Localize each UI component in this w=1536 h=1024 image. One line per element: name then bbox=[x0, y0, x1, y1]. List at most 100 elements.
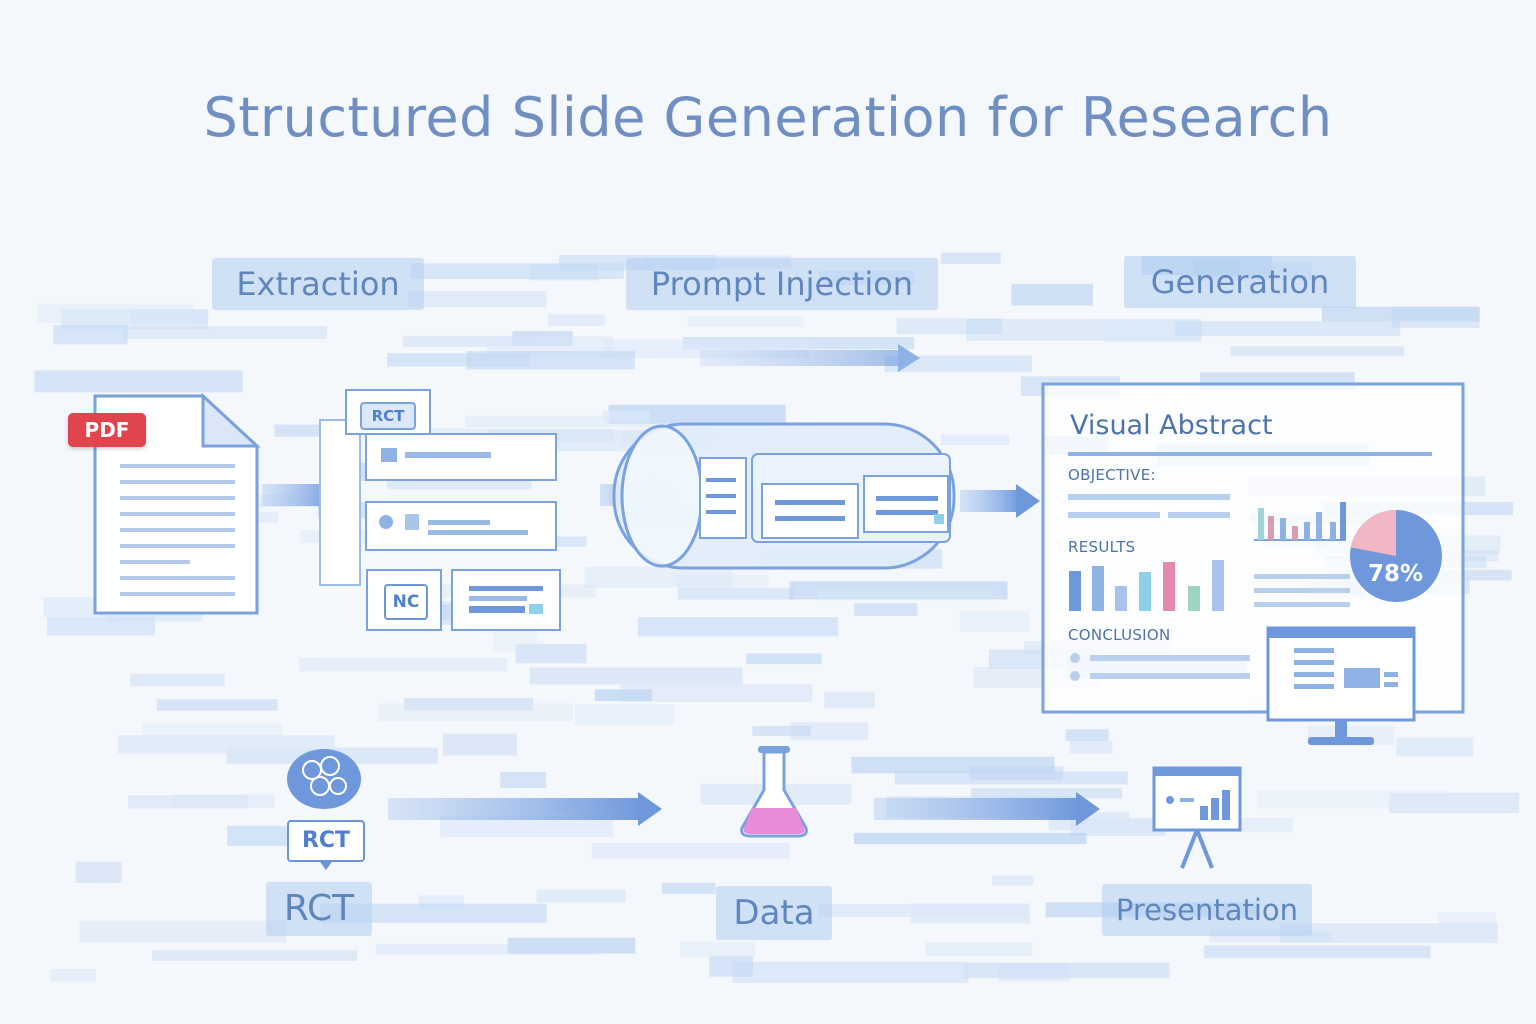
pie-percent-label: 78% bbox=[1368, 561, 1424, 587]
background-stroke bbox=[1204, 945, 1431, 959]
background-stroke bbox=[662, 882, 716, 894]
background-stroke bbox=[746, 653, 822, 665]
background-stroke bbox=[1175, 321, 1401, 337]
background-stroke bbox=[37, 303, 193, 323]
background-stroke bbox=[1437, 912, 1496, 932]
background-stroke bbox=[387, 353, 530, 367]
conclusion-label: CONCLUSION bbox=[1068, 626, 1171, 644]
background-stroke bbox=[402, 335, 538, 347]
background-stroke bbox=[620, 684, 813, 702]
background-stroke bbox=[959, 610, 1030, 632]
background-stroke bbox=[407, 290, 547, 308]
background-stroke bbox=[118, 735, 335, 754]
background-stroke bbox=[896, 318, 1003, 335]
background-stroke bbox=[507, 937, 636, 954]
background-stroke bbox=[411, 263, 624, 279]
presentation-board-icon bbox=[1152, 766, 1242, 869]
background-stroke bbox=[992, 875, 1034, 886]
background-stroke bbox=[854, 603, 918, 616]
background-stroke bbox=[790, 722, 868, 741]
background-stroke bbox=[687, 315, 804, 327]
background-stroke bbox=[603, 410, 650, 423]
arrow-to-generation bbox=[960, 484, 1040, 518]
background-stroke bbox=[500, 771, 547, 788]
background-stroke bbox=[130, 674, 225, 687]
background-stroke bbox=[680, 941, 756, 958]
visual-abstract-title: Visual Abstract bbox=[1070, 410, 1273, 441]
background-stroke bbox=[709, 956, 753, 977]
background-stroke bbox=[156, 699, 278, 711]
background-stroke bbox=[1257, 790, 1448, 809]
background-stroke bbox=[299, 657, 508, 672]
data-label: Data bbox=[716, 886, 832, 940]
background-stroke bbox=[971, 788, 1123, 799]
background-stroke bbox=[536, 889, 626, 903]
monitor-icon bbox=[1266, 626, 1416, 745]
background-stroke bbox=[1389, 792, 1520, 814]
rct-field-tag: RCT bbox=[360, 402, 416, 430]
background-stroke bbox=[732, 961, 969, 983]
background-stroke bbox=[1011, 283, 1093, 306]
background-stroke bbox=[53, 325, 128, 345]
stage-extraction: Extraction bbox=[212, 258, 424, 310]
background-stroke bbox=[1280, 923, 1498, 943]
background-stroke bbox=[818, 904, 1028, 918]
background-stroke bbox=[851, 756, 1055, 774]
background-stroke bbox=[47, 617, 156, 636]
stage-generation: Generation bbox=[1124, 256, 1356, 308]
background-stroke bbox=[789, 581, 1008, 600]
arrow-rct-to-data bbox=[388, 792, 662, 826]
results-label: RESULTS bbox=[1068, 538, 1136, 556]
rct-label: RCT bbox=[266, 882, 372, 936]
background-stroke bbox=[142, 723, 283, 737]
background-stroke bbox=[1065, 729, 1109, 741]
background-stroke bbox=[378, 703, 573, 722]
stage-prompt-injection: Prompt Injection bbox=[626, 258, 938, 310]
background-stroke bbox=[440, 815, 613, 837]
extracted-fields bbox=[319, 389, 561, 631]
background-stroke bbox=[79, 920, 287, 943]
background-stroke bbox=[320, 903, 547, 923]
prompt-capsule bbox=[612, 422, 956, 570]
background-stroke bbox=[34, 370, 243, 393]
dna-icon bbox=[287, 749, 361, 809]
page-title: Structured Slide Generation for Research bbox=[203, 86, 1333, 149]
arrow-top bbox=[700, 344, 920, 372]
pie-chart-icon bbox=[1350, 510, 1442, 602]
background-stroke bbox=[963, 962, 1170, 979]
background-stroke bbox=[375, 943, 598, 955]
background-stroke bbox=[130, 309, 208, 324]
background-stroke bbox=[515, 643, 587, 664]
background-stroke bbox=[925, 942, 1033, 957]
background-stroke bbox=[442, 733, 517, 756]
background-stroke bbox=[404, 698, 534, 711]
background-stroke bbox=[1396, 737, 1474, 757]
background-stroke bbox=[1230, 346, 1405, 357]
background-stroke bbox=[529, 264, 599, 281]
background-stroke bbox=[591, 842, 790, 859]
background-stroke bbox=[817, 589, 993, 601]
background-stroke bbox=[1321, 306, 1480, 322]
background-stroke bbox=[152, 950, 358, 961]
background-stroke bbox=[608, 404, 786, 424]
background-stroke bbox=[1209, 931, 1333, 943]
background-stroke bbox=[50, 969, 96, 982]
background-stroke bbox=[637, 617, 839, 637]
background-stroke bbox=[465, 415, 664, 428]
background-stroke bbox=[884, 355, 1032, 373]
background-stroke bbox=[998, 963, 1070, 982]
background-stroke bbox=[75, 861, 122, 883]
visual-abstract-slide bbox=[1041, 382, 1465, 745]
background-stroke bbox=[418, 895, 464, 908]
background-stroke bbox=[1069, 740, 1113, 754]
background-stroke bbox=[1391, 307, 1480, 328]
background-stroke bbox=[678, 587, 794, 600]
background-stroke bbox=[227, 825, 292, 846]
presentation-label: Presentation bbox=[1102, 884, 1312, 936]
results-bars bbox=[1069, 560, 1224, 611]
background-stroke bbox=[894, 771, 1128, 785]
mini-bar-chart bbox=[1254, 502, 1346, 541]
pdf-badge: PDF bbox=[68, 413, 146, 447]
background-stroke bbox=[854, 832, 1087, 845]
background-stroke bbox=[492, 629, 538, 652]
